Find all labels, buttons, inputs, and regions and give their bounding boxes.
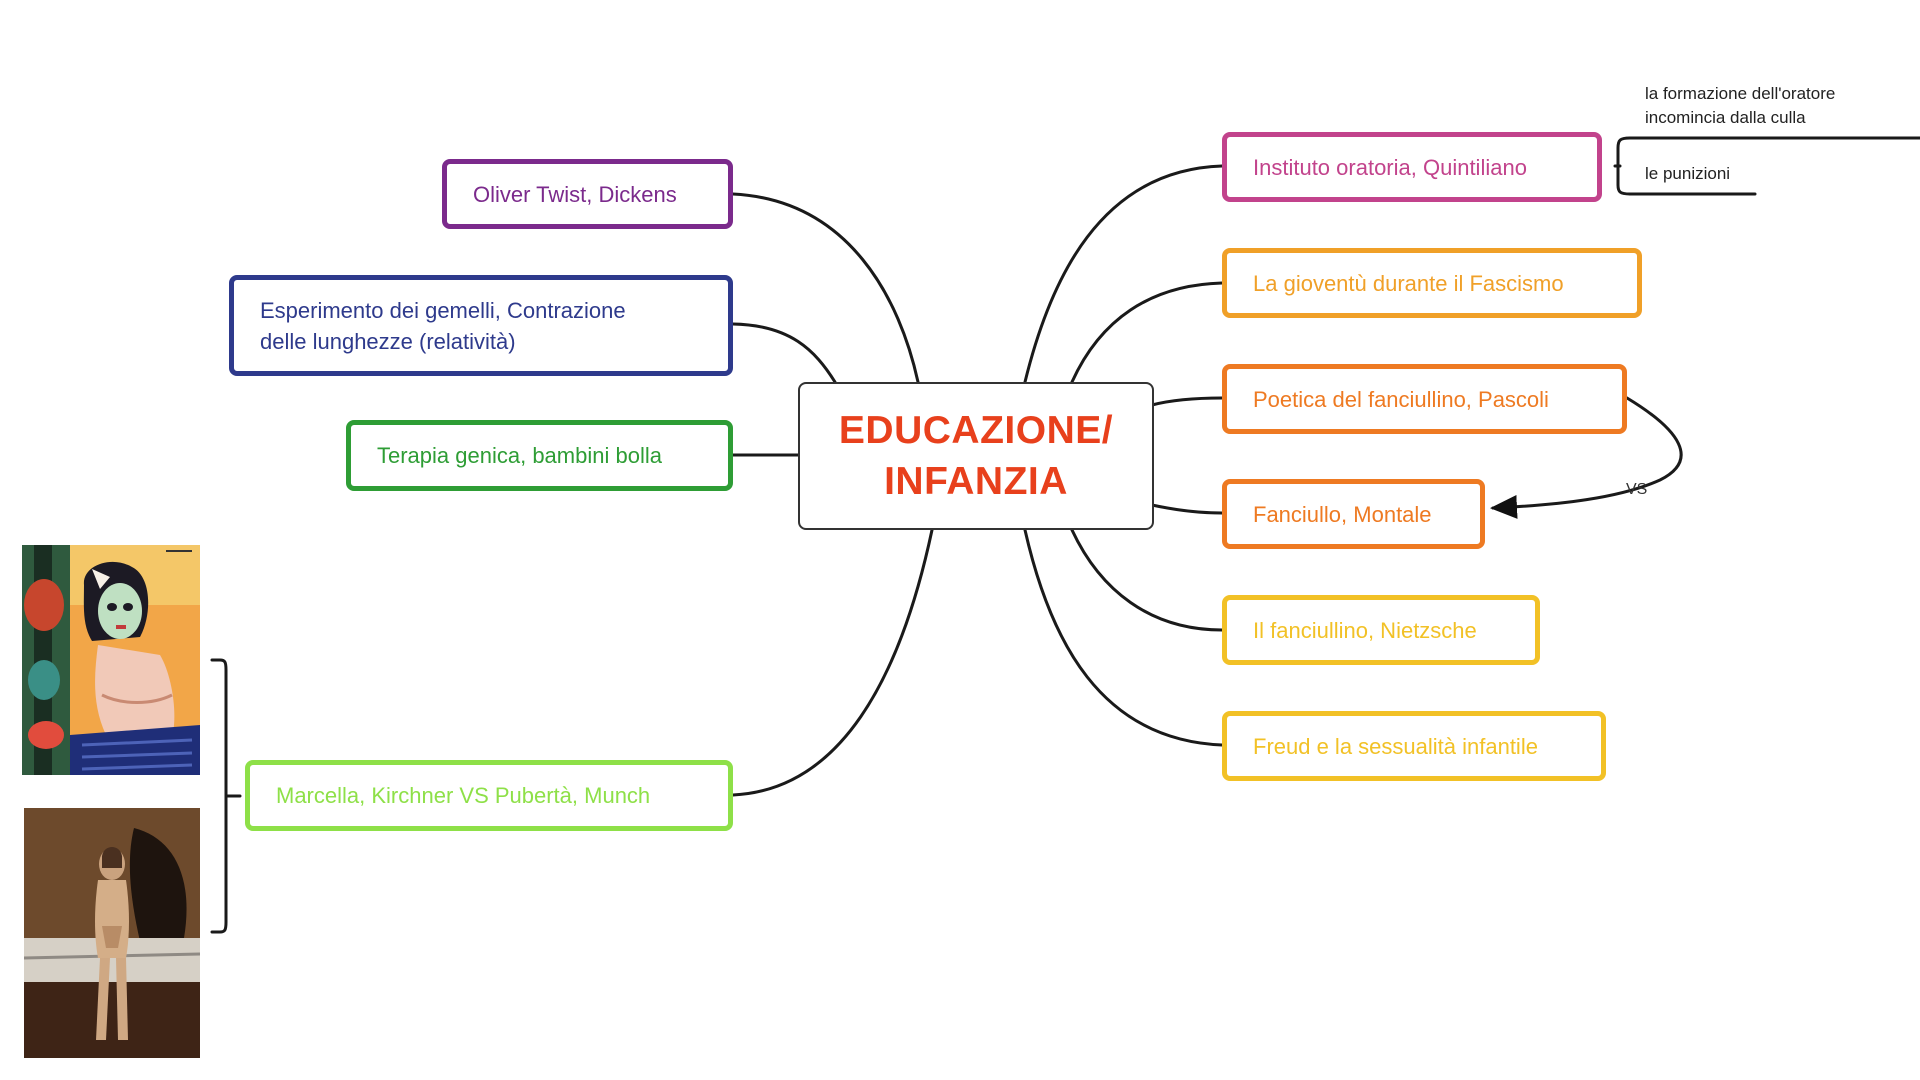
connector-fascismo xyxy=(1070,281,1224,384)
connector-montale xyxy=(1150,503,1224,515)
note-formazione-oratore[interactable]: la formazione dell'oratore incomincia da… xyxy=(1645,82,1835,130)
note-punizioni[interactable]: le punizioni xyxy=(1645,162,1730,186)
connector-pascoli xyxy=(1150,396,1224,407)
node-fascismo[interactable]: La gioventù durante il Fascismo xyxy=(1222,248,1642,318)
node-esperimento-label-line1: Esperimento dei gemelli, Contrazione xyxy=(260,297,626,323)
node-pascoli-label: Poetica del fanciullino, Pascoli xyxy=(1253,386,1549,412)
node-nietzsche[interactable]: Il fanciullino, Nietzsche xyxy=(1222,595,1540,665)
central-topic[interactable]: EDUCAZIONE/ INFANZIA xyxy=(798,382,1154,530)
node-marcella-kirchner-label: Marcella, Kirchner VS Pubertà, Munch xyxy=(276,783,651,808)
node-montale[interactable]: Fanciullo, Montale xyxy=(1222,479,1485,549)
node-terapia-genica[interactable]: Terapia genica, bambini bolla xyxy=(346,420,733,491)
connector-marcella xyxy=(731,528,934,797)
central-topic-line1: EDUCAZIONE/ xyxy=(838,409,1114,452)
node-quintiliano-label: Instituto oratoria, Quintiliano xyxy=(1253,154,1527,180)
node-terapia-genica-label: Terapia genica, bambini bolla xyxy=(377,443,662,468)
vs-arrow xyxy=(1490,396,1683,519)
note-formazione-line1: la formazione dell'oratore xyxy=(1645,84,1836,103)
node-pascoli[interactable]: Poetica del fanciullino, Pascoli xyxy=(1222,364,1627,434)
node-esperimento-label-line2: delle lunghezze (relatività) xyxy=(260,328,516,354)
node-oliver-twist[interactable]: Oliver Twist, Dickens xyxy=(442,159,733,229)
note-punizioni-line1: le punizioni xyxy=(1645,164,1731,183)
node-quintiliano[interactable]: Instituto oratoria, Quintiliano xyxy=(1222,132,1602,202)
painting-puberta-munch xyxy=(24,808,200,1058)
connector-esperimento xyxy=(731,322,837,384)
connector-nietzsche xyxy=(1070,528,1224,632)
connector-oliver-twist xyxy=(731,192,920,384)
quintiliano-bracket xyxy=(1613,136,1632,196)
node-montale-label: Fanciullo, Montale xyxy=(1253,501,1432,527)
connector-freud xyxy=(1023,528,1224,747)
note-formazione-line2: incomincia dalla culla xyxy=(1645,108,1806,127)
painting-marcella-kirchner xyxy=(22,545,200,775)
central-topic-line2: INFANZIA xyxy=(884,460,1068,503)
connector-quintiliano xyxy=(1023,164,1224,384)
node-freud[interactable]: Freud e la sessualità infantile xyxy=(1222,711,1606,781)
node-nietzsche-label: Il fanciullino, Nietzsche xyxy=(1253,617,1477,643)
node-esperimento-gemelli[interactable]: Esperimento dei gemelli, Contrazione del… xyxy=(229,275,733,376)
vs-label: VS xyxy=(1626,481,1648,498)
node-marcella-kirchner[interactable]: Marcella, Kirchner VS Pubertà, Munch xyxy=(245,760,733,831)
node-freud-label: Freud e la sessualità infantile xyxy=(1253,733,1538,759)
node-fascismo-label: La gioventù durante il Fascismo xyxy=(1253,270,1564,296)
node-oliver-twist-label: Oliver Twist, Dickens xyxy=(473,181,677,207)
images-bracket xyxy=(210,658,242,934)
